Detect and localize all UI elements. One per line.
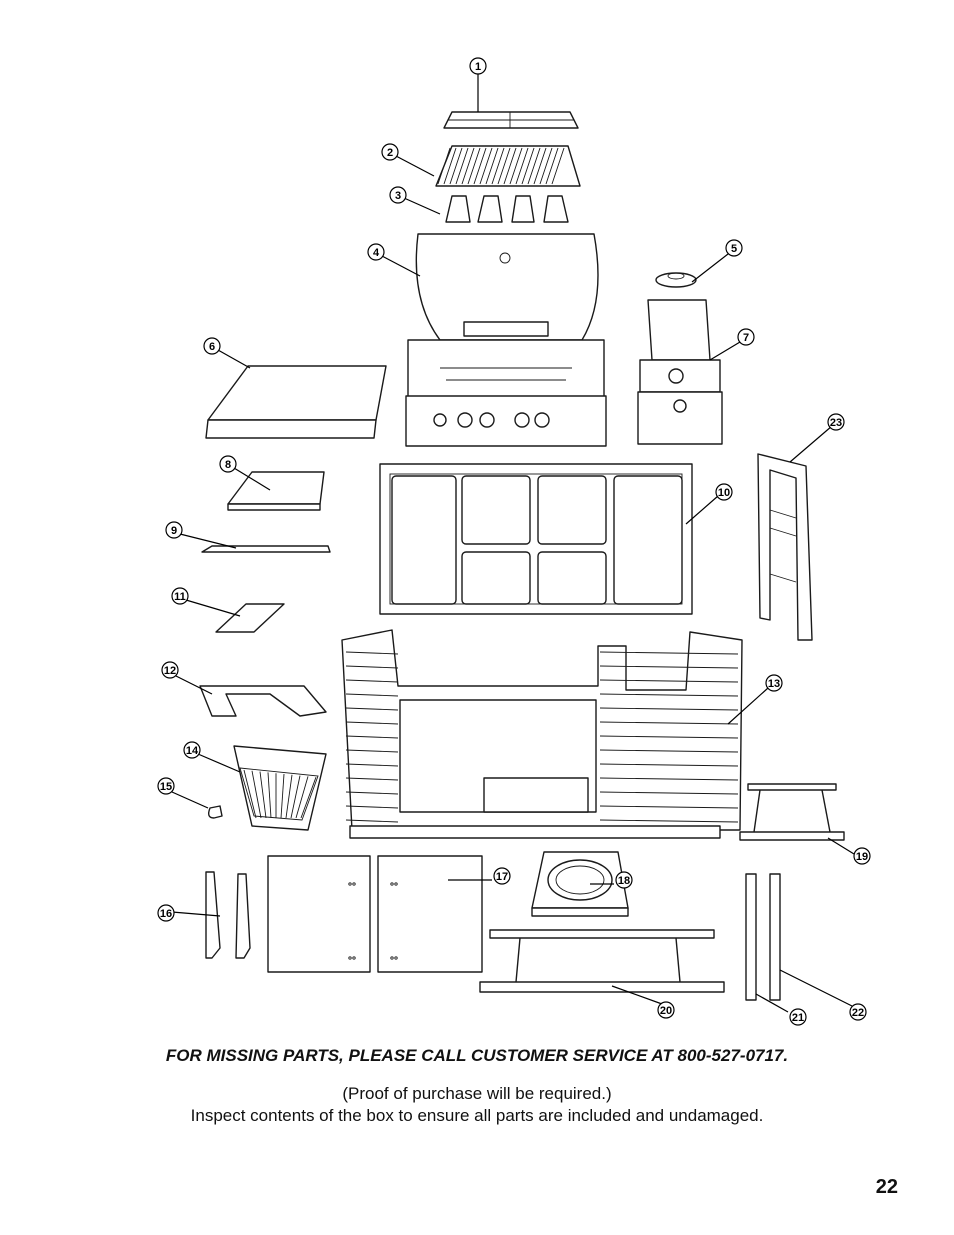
callout-number: 20 xyxy=(660,1005,672,1017)
callout-23: 23 xyxy=(827,413,845,431)
callout-14: 14 xyxy=(183,741,201,759)
part-burner-cap xyxy=(655,272,697,288)
callout-number: 3 xyxy=(395,190,401,202)
callout-number: 9 xyxy=(171,525,177,537)
callout-16: 16 xyxy=(157,904,175,922)
callout-22: 22 xyxy=(849,1003,867,1021)
part-side-burner xyxy=(637,299,723,445)
callout-17: 17 xyxy=(493,867,511,885)
part-countertop xyxy=(205,365,387,439)
callout-15: 15 xyxy=(157,777,175,795)
callout-9: 9 xyxy=(165,521,183,539)
callout-number: 10 xyxy=(718,487,730,499)
part-front-frame xyxy=(379,463,693,615)
part-base-rails xyxy=(479,929,725,993)
callout-4: 4 xyxy=(367,243,385,261)
callout-21: 21 xyxy=(789,1008,807,1026)
callout-12: 12 xyxy=(161,661,179,679)
callout-3: 3 xyxy=(389,186,407,204)
callout-18: 18 xyxy=(615,871,633,889)
callout-number: 21 xyxy=(792,1012,804,1024)
part-side-frame xyxy=(757,453,813,641)
callout-number: 19 xyxy=(856,851,868,863)
callout-number: 1 xyxy=(475,61,481,73)
callout-number: 15 xyxy=(160,781,172,793)
part-uprights xyxy=(745,873,781,1001)
missing-parts-notice: FOR MISSING PARTS, PLEASE CALL CUSTOMER … xyxy=(165,1046,789,1065)
part-cooking-grates xyxy=(435,145,581,187)
part-heat-tents xyxy=(445,195,569,223)
leader-lines xyxy=(171,74,855,1013)
part-wire-basket xyxy=(233,745,327,831)
callout-number: 22 xyxy=(852,1007,864,1019)
callout-number: 5 xyxy=(731,243,737,255)
callout-10: 10 xyxy=(715,483,733,501)
callout-20: 20 xyxy=(657,1001,675,1019)
callout-13: 13 xyxy=(765,674,783,692)
part-clip xyxy=(207,805,223,819)
callout-2: 2 xyxy=(381,143,399,161)
callout-number: 11 xyxy=(174,591,186,603)
callout-7: 7 xyxy=(737,328,755,346)
part-island-body xyxy=(341,629,743,839)
inspect-contents-note: Inspect contents of the box to ensure al… xyxy=(190,1106,764,1125)
callout-number: 16 xyxy=(160,908,172,920)
callout-1: 1 xyxy=(469,57,487,75)
page-number: 22 xyxy=(875,1176,898,1198)
callout-number: 2 xyxy=(387,147,393,159)
callout-11: 11 xyxy=(171,587,189,605)
part-doors xyxy=(267,855,483,973)
part-grill-head xyxy=(405,233,607,447)
callout-number: 6 xyxy=(209,341,215,353)
part-warming-rack xyxy=(443,111,579,129)
callout-number: 4 xyxy=(373,247,380,259)
part-burner-tray xyxy=(531,851,629,917)
part-panel-12 xyxy=(199,685,327,717)
callout-number: 7 xyxy=(743,332,749,344)
callout-6: 6 xyxy=(203,337,221,355)
callout-number: 8 xyxy=(225,459,231,471)
callout-number: 13 xyxy=(768,678,780,690)
callout-number: 17 xyxy=(496,871,508,883)
callout-8: 8 xyxy=(219,455,237,473)
callout-number: 23 xyxy=(830,417,842,429)
part-stand-19 xyxy=(739,783,845,841)
callout-5: 5 xyxy=(725,239,743,257)
part-panel-11 xyxy=(215,603,285,633)
callout-number: 18 xyxy=(618,875,630,887)
callout-number: 12 xyxy=(164,665,176,677)
callout-19: 19 xyxy=(853,847,871,865)
callout-number: 14 xyxy=(186,745,199,757)
proof-of-purchase-note: (Proof of purchase will be required.) xyxy=(342,1084,612,1103)
part-panel-9 xyxy=(201,545,331,553)
part-panel-8 xyxy=(227,471,325,511)
